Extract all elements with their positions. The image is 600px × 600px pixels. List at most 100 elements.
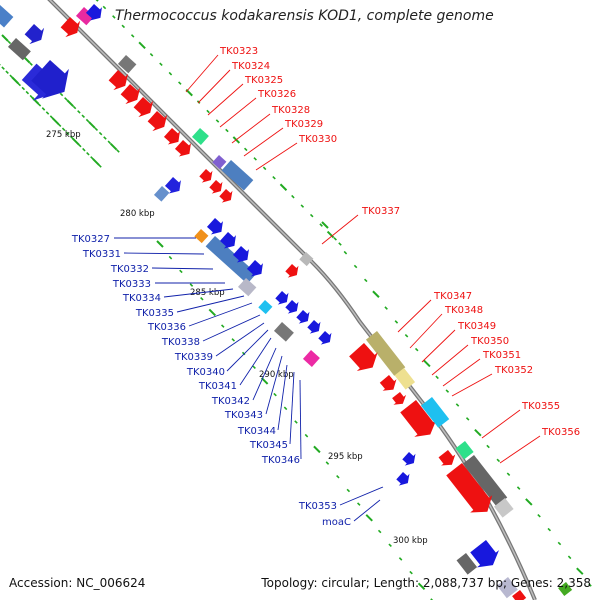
gene-block — [117, 55, 137, 74]
tick-dot — [64, 97, 68, 101]
gene-label-tk0349: TK0349 — [457, 321, 496, 332]
tick-dot — [82, 147, 86, 152]
tick-dot — [343, 250, 348, 255]
gene-block — [108, 70, 129, 91]
tick-dot — [29, 94, 34, 99]
tick-dot — [29, 62, 33, 66]
tick-dot — [279, 183, 288, 191]
gene-block — [299, 251, 314, 267]
tick-dot — [384, 306, 388, 310]
gene-block — [558, 582, 573, 597]
tick-dot — [189, 283, 194, 287]
gene-block — [147, 111, 168, 132]
gene-block — [205, 236, 257, 284]
gene-label-tk0335: TK0335 — [135, 308, 174, 319]
tick-dot — [21, 86, 26, 91]
tick-dot — [77, 110, 81, 114]
gene-block — [273, 322, 294, 342]
tick-dot — [208, 308, 217, 317]
tick-dot — [25, 90, 30, 95]
tick-dot — [445, 389, 450, 393]
tick-dot — [291, 194, 295, 199]
tick-dot — [294, 420, 298, 424]
gene-label-tk0330: TK0330 — [298, 134, 337, 145]
tick-dot — [557, 541, 562, 546]
tick-dot — [168, 71, 173, 76]
tick-dot — [57, 123, 62, 127]
gene-label-tk0329: TK0329 — [284, 119, 323, 130]
gene-block — [493, 498, 514, 518]
tick-dot — [61, 127, 66, 132]
tick-dot — [372, 290, 380, 298]
tick-dot — [92, 158, 100, 166]
tick-dot — [116, 149, 120, 153]
tick-dot — [465, 417, 470, 421]
tick-dot — [72, 137, 80, 146]
gene-label-tk0343: TK0343 — [224, 410, 263, 421]
tick-dot — [103, 136, 107, 140]
kbp-marker-285: 285 kbp — [190, 288, 225, 298]
kbp-marker-295: 295 kbp — [328, 452, 363, 462]
genome-summary-text: Topology: circular; Length: 2,088,737 bp… — [261, 576, 591, 590]
tick-dot — [65, 131, 70, 136]
tick-dot — [98, 164, 102, 168]
gene-block — [402, 452, 416, 466]
tick-dot — [409, 570, 413, 575]
gene-block — [396, 472, 410, 486]
kbp-marker-280: 280 kbp — [120, 209, 155, 219]
gene-label-tk0326: TK0326 — [257, 89, 296, 100]
tick-dot — [51, 117, 60, 125]
gene-block — [24, 24, 45, 45]
gene-block — [275, 291, 289, 305]
tick-dot — [325, 461, 330, 465]
tick-dot — [357, 502, 361, 506]
gene-block — [258, 300, 273, 315]
gene-block — [394, 368, 416, 390]
gene-block — [365, 331, 406, 376]
tick-dot — [525, 498, 533, 506]
gene-block — [318, 331, 332, 345]
gene-block — [212, 155, 227, 170]
tick-dot — [11, 76, 19, 85]
forward-strand-genes — [60, 4, 573, 600]
gene-block — [470, 540, 500, 568]
gene-block — [392, 392, 407, 405]
gene-block — [221, 160, 254, 191]
gene-label-tk0356: TK0356 — [541, 427, 580, 438]
tick-dot — [272, 176, 276, 180]
tick-dot — [90, 156, 94, 160]
gene-label-tk0347: TK0347 — [433, 291, 472, 302]
tick-dot — [215, 119, 220, 123]
gene-label-tk0348: TK0348 — [444, 305, 483, 316]
tick-dot — [81, 114, 85, 118]
tick-dot — [1, 34, 9, 42]
tick-dot — [149, 53, 154, 57]
tick-dot — [200, 297, 204, 301]
gene-block — [209, 180, 223, 194]
gene-block — [349, 343, 378, 371]
gene-block — [462, 455, 508, 507]
tick-dot — [9, 74, 13, 79]
gene-block — [302, 350, 320, 367]
tick-dot — [321, 221, 329, 229]
tick-dot — [283, 406, 288, 411]
tick-dot — [121, 24, 126, 29]
gene-block — [163, 128, 180, 145]
tick-dot — [95, 0, 99, 2]
tick-dot — [225, 128, 229, 133]
tick-dot — [365, 514, 373, 522]
tick-dot — [304, 433, 309, 438]
gene-block — [400, 400, 437, 437]
gene-label-tk0325: TK0325 — [244, 75, 283, 86]
gene-block — [219, 189, 233, 203]
tick-dot — [319, 223, 323, 227]
tick-dot — [404, 334, 409, 338]
tick-dot — [179, 269, 183, 274]
tick-dot — [262, 166, 267, 171]
tick-dot — [253, 157, 257, 161]
reverse-strand-genes — [0, 5, 518, 599]
gene-label-tk0355: TK0355 — [521, 401, 560, 412]
tick-dot — [547, 527, 551, 532]
kbp-marker-300: 300 kbp — [393, 536, 428, 546]
